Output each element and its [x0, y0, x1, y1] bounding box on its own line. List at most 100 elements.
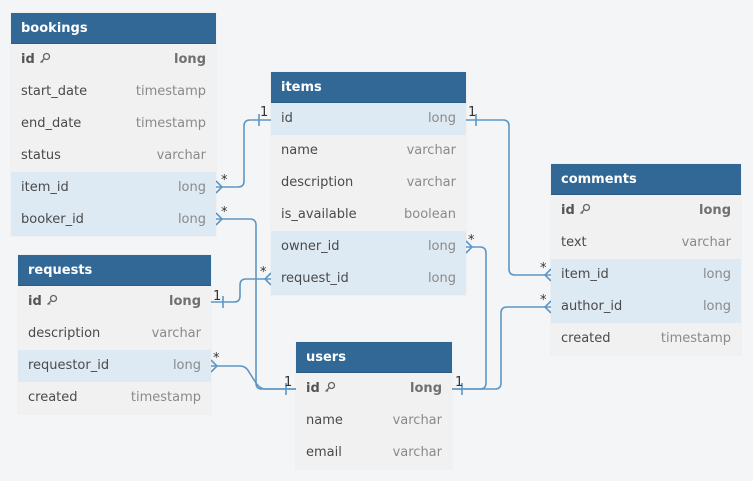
field-name: is_available: [281, 207, 357, 222]
table-title: items: [271, 72, 466, 103]
rel-items-request-requests-id: [211, 278, 271, 303]
field-type: long: [427, 239, 456, 254]
field-name: description: [281, 175, 354, 190]
field-type: long: [702, 267, 731, 282]
key-icon: [579, 196, 591, 228]
field-name: id: [281, 111, 293, 126]
field-name: name: [306, 413, 343, 428]
field-name: id: [306, 381, 320, 396]
field-type: long: [427, 111, 456, 126]
card-requests-requestor: *: [213, 351, 220, 366]
field-name: author_id: [561, 299, 623, 314]
field-row-description[interactable]: description varchar: [18, 318, 211, 350]
field-row-id[interactable]: id long: [296, 373, 452, 405]
field-row-owner-id[interactable]: owner_id long: [271, 231, 466, 263]
field-row-author-id[interactable]: author_id long: [551, 291, 741, 323]
field-row-end-date[interactable]: end_date timestamp: [11, 108, 216, 140]
table-title: bookings: [11, 13, 216, 44]
card-items-id-comments: 1: [468, 105, 476, 120]
rel-comments-author-users-id: [452, 306, 551, 390]
field-name: status: [21, 148, 61, 163]
field-row-is-available[interactable]: is_available boolean: [271, 199, 466, 231]
field-type: timestamp: [135, 84, 206, 99]
card-requests-id: 1: [213, 289, 221, 304]
card-bookings-item: *: [221, 173, 228, 188]
field-name: created: [561, 331, 611, 346]
field-type: varchar: [151, 326, 201, 341]
field-row-request-id[interactable]: request_id long: [271, 263, 466, 295]
field-name: id: [561, 203, 575, 218]
field-row-item-id[interactable]: item_id long: [551, 259, 741, 291]
field-row-description[interactable]: description varchar: [271, 167, 466, 199]
field-type: long: [177, 180, 206, 195]
field-type: long: [427, 271, 456, 286]
rel-requests-requestor-users-id: [211, 365, 296, 390]
field-name: item_id: [561, 267, 609, 282]
field-name: email: [306, 445, 342, 460]
field-type: timestamp: [130, 390, 201, 405]
table-title: comments: [551, 164, 741, 195]
field-name: id: [21, 52, 35, 67]
field-row-requestor-id[interactable]: requestor_id long: [18, 350, 211, 382]
field-name: text: [561, 235, 587, 250]
table-items[interactable]: items id long name varchar description varcha…: [271, 72, 466, 295]
field-row-item-id[interactable]: item_id long: [11, 172, 216, 204]
rel-comments-item-items-id: [466, 119, 551, 276]
field-row-id[interactable]: id long: [18, 286, 211, 318]
field-type: boolean: [404, 207, 456, 222]
table-requests[interactable]: requests id long description varchar request…: [18, 255, 211, 414]
card-items-request: *: [260, 265, 267, 280]
field-type: varchar: [406, 175, 456, 190]
card-users-id-booker: 1: [284, 375, 292, 390]
card-bookings-booker: *: [221, 205, 228, 220]
card-comments-author: *: [540, 293, 547, 308]
field-type: varchar: [392, 413, 442, 428]
key-icon: [46, 287, 58, 319]
field-type: varchar: [392, 445, 442, 460]
field-row-id[interactable]: id long: [11, 44, 216, 76]
table-title: users: [296, 342, 452, 373]
field-name: description: [28, 326, 101, 341]
field-row-name[interactable]: name varchar: [271, 135, 466, 167]
field-name: request_id: [281, 271, 349, 286]
field-type: long: [177, 212, 206, 227]
field-row-email[interactable]: email varchar: [296, 437, 452, 469]
field-row-text[interactable]: text varchar: [551, 227, 741, 259]
field-type: varchar: [681, 235, 731, 250]
field-type: varchar: [156, 148, 206, 163]
table-users[interactable]: users id long name varchar email varchar: [296, 342, 452, 469]
field-row-name[interactable]: name varchar: [296, 405, 452, 437]
table-title: requests: [18, 255, 211, 286]
field-type: long: [174, 52, 206, 67]
field-type: varchar: [406, 143, 456, 158]
field-name: created: [28, 390, 78, 405]
card-items-id-bookings: 1: [260, 105, 268, 120]
field-name: id: [28, 294, 42, 309]
field-name: name: [281, 143, 318, 158]
field-type: long: [169, 294, 201, 309]
field-type: long: [410, 381, 442, 396]
card-comments-item: *: [540, 261, 547, 276]
field-type: long: [702, 299, 731, 314]
field-row-id[interactable]: id long: [271, 103, 466, 135]
field-name: requestor_id: [28, 358, 110, 373]
key-icon: [39, 45, 51, 77]
field-type: timestamp: [135, 116, 206, 131]
field-name: booker_id: [21, 212, 84, 227]
field-name: item_id: [21, 180, 69, 195]
field-row-status[interactable]: status varchar: [11, 140, 216, 172]
field-type: long: [172, 358, 201, 373]
field-name: end_date: [21, 116, 82, 131]
field-name: owner_id: [281, 239, 340, 254]
card-items-owner: *: [468, 233, 475, 248]
field-row-booker-id[interactable]: booker_id long: [11, 204, 216, 236]
card-users-id-owner: 1: [455, 375, 463, 390]
field-row-created[interactable]: created timestamp: [18, 382, 211, 414]
key-icon: [324, 374, 336, 406]
